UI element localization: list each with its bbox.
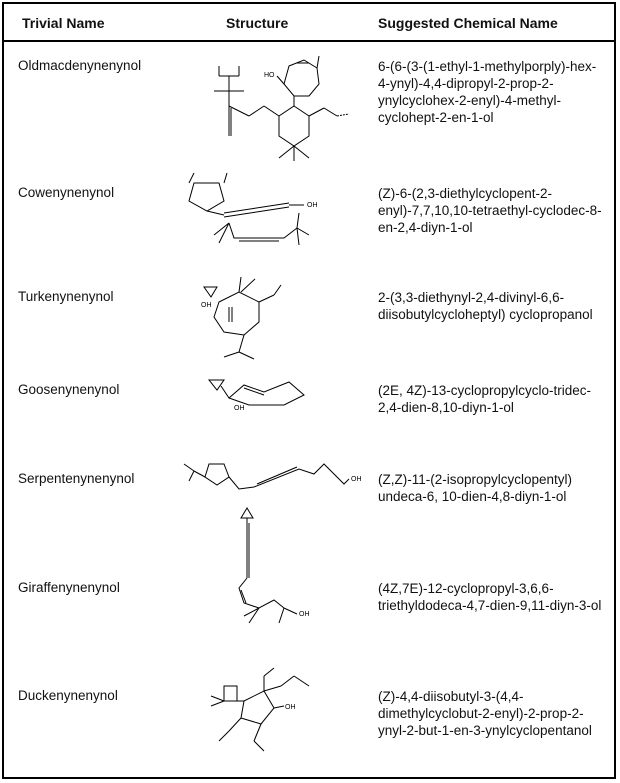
table-header: Trivial Name Structure Suggested Chemica… [4, 4, 614, 42]
structure-goosenynenynol: OH [207, 379, 305, 412]
structure-cowenynenynol: OH [188, 172, 318, 246]
header-trivial-name: Trivial Name [22, 15, 105, 31]
chemical-name: (Z,Z)-11-(2-isopropylcyclopentyl) undeca… [378, 472, 573, 504]
trivial-name: Turkenynenynol [18, 289, 114, 304]
structure-serpentenynenynol: OH [183, 463, 362, 490]
trivial-name: Cowenynenynol [18, 185, 115, 200]
chemical-name: (Z)-4,4-diisobutyl-3-(4,4-dimethylcyclob… [378, 689, 592, 738]
svg-text:OH: OH [201, 302, 212, 309]
trivial-name: Duckenynenynol [18, 688, 118, 703]
trivial-name: Giraffenynenynol [18, 580, 120, 595]
structure-oldmacdenynenynol: HO [214, 55, 350, 161]
chemical-name: (2E, 4Z)-13-cyclopropylcyclo-tridec-2,4-… [378, 383, 592, 415]
chemical-name: 6-(6-(3-(1-ethyl-1-methylporply)-hex-4-y… [378, 59, 597, 125]
header-structure: Structure [226, 15, 289, 31]
trivial-name: Goosenynenynol [18, 382, 120, 397]
chemical-name: (4Z,7E)-12-cyclopropyl-3,6,6-triethyldod… [378, 581, 602, 613]
trivial-name: Serpentenynenynol [18, 471, 135, 486]
header-chemical-name: Suggested Chemical Name [378, 15, 558, 31]
svg-text:OH: OH [351, 476, 362, 483]
chemical-name: 2-(3,3-diethynyl-2,4-divinyl-6,6-diisobu… [378, 290, 593, 322]
chemical-name: (Z)-6-(2,3-diethylcyclopent-2-enyl)-7,7,… [378, 186, 602, 235]
svg-text:HO: HO [264, 72, 275, 79]
svg-text:OH: OH [307, 202, 318, 209]
trivial-name: Oldmacdenynenynol [18, 58, 142, 73]
structure-giraffenynenynol: OH [238, 507, 310, 624]
svg-text:OH: OH [285, 704, 296, 711]
svg-text:OH: OH [234, 405, 245, 412]
structure-duckenynenynol: OH [210, 667, 310, 752]
svg-text:OH: OH [299, 611, 310, 618]
structure-turkenynenynol: OH [201, 276, 282, 360]
